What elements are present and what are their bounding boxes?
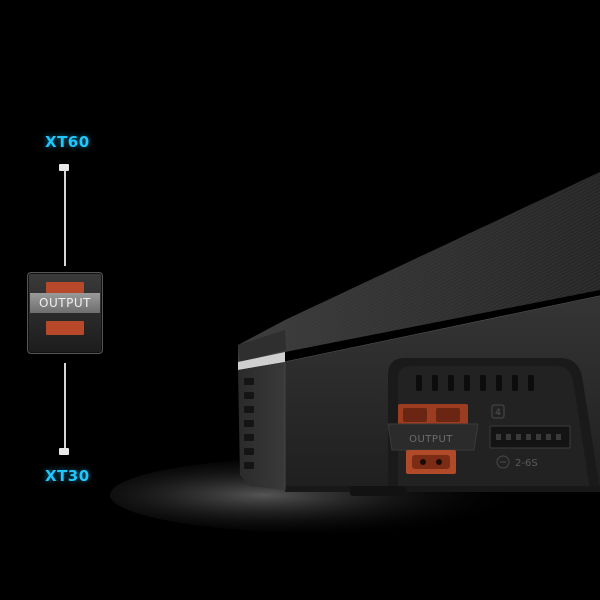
floor-shadow: [110, 457, 550, 533]
xt60-label: XT60: [45, 133, 90, 151]
device-top-surface: [285, 172, 600, 352]
device-left-side: [238, 362, 285, 490]
balance-port-icon: [489, 425, 571, 449]
xt60-connector-icon: [398, 404, 468, 426]
xt30-label: XT30: [45, 467, 90, 485]
xt30-pin-icon: [46, 321, 84, 335]
callout-line-bottom: [64, 363, 66, 451]
callout-line-top: [64, 170, 66, 266]
balance-port-number: 4: [495, 408, 501, 418]
output-connector-icon: OUTPUT: [27, 272, 103, 354]
device-left-bevel: [238, 320, 285, 372]
callout-end-cap-bottom: [59, 448, 69, 455]
port-panel: [388, 358, 600, 490]
front-vent-icon: [416, 375, 534, 391]
xt30-connector-icon: [406, 450, 456, 474]
device-front-face: [285, 296, 600, 490]
minus-icon: [496, 455, 510, 469]
side-vent-icon: [244, 378, 254, 469]
light-strip-icon: [238, 352, 285, 370]
rubber-foot-icon: [350, 486, 406, 496]
port-output-label: OUTPUT: [409, 434, 453, 445]
badge-output-text: OUTPUT: [30, 293, 100, 313]
xt60-pin-icon: [46, 282, 84, 293]
callout-end-cap-top: [59, 164, 69, 171]
balance-cell-range: 2-6S: [515, 458, 538, 469]
